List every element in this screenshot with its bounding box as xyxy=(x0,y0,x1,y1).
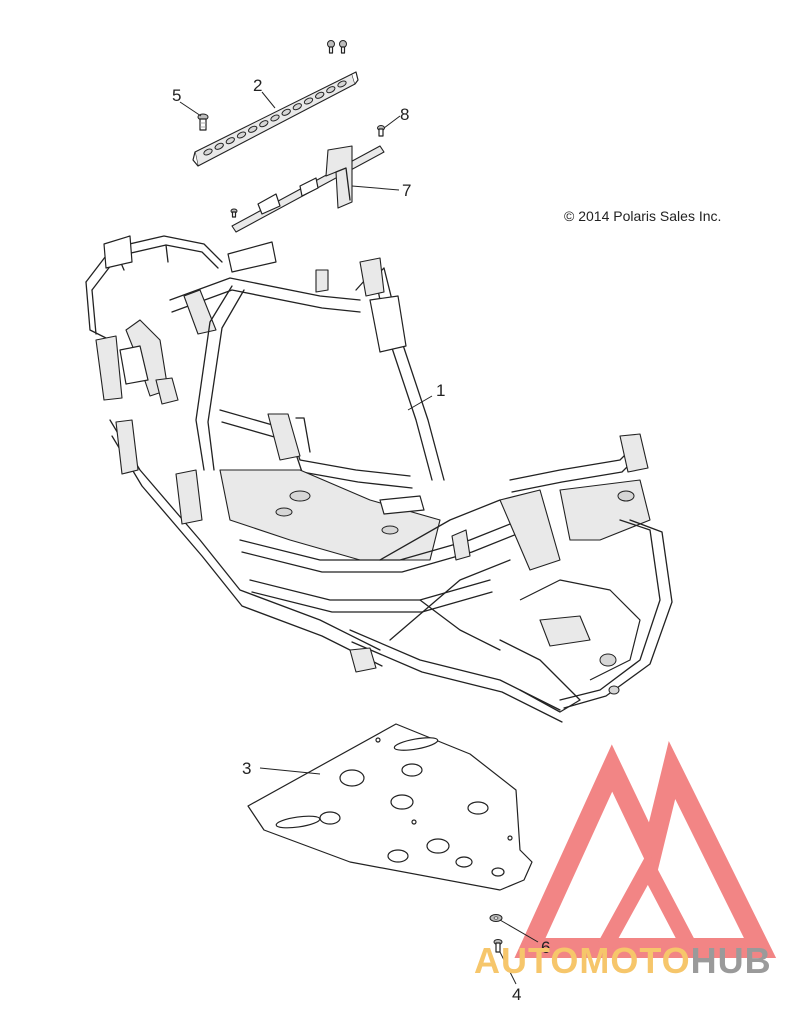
rail-hole xyxy=(326,86,336,94)
bolt-pair-top xyxy=(327,40,347,54)
callout-6: 6 xyxy=(541,938,550,957)
rail-hole xyxy=(259,120,269,128)
leader-lines xyxy=(179,91,539,985)
washer-6 xyxy=(489,914,503,922)
screw-4 xyxy=(493,939,503,953)
rail-hole xyxy=(248,125,258,133)
main-frame-part xyxy=(85,235,673,723)
watermark-logo xyxy=(514,740,777,958)
rail-hole xyxy=(270,114,280,122)
watermark-text-primary: AUTOMOTO xyxy=(474,940,691,981)
skid-plate-part xyxy=(247,723,533,891)
copyright-text: © 2014 Polaris Sales Inc. xyxy=(564,208,722,224)
watermark-text: AUTOMOTOHUB xyxy=(474,940,772,982)
rail-hole xyxy=(214,142,224,150)
bolt-8 xyxy=(377,125,385,137)
callout-2: 2 xyxy=(253,76,262,95)
watermark-text-secondary: HUB xyxy=(690,940,772,981)
callout-5: 5 xyxy=(172,86,181,105)
callout-3: 3 xyxy=(242,759,251,778)
rail-hole xyxy=(292,103,302,111)
callout-labels: 5 2 8 7 1 3 6 4 xyxy=(172,76,550,1004)
bracket-part xyxy=(230,145,385,233)
callout-8: 8 xyxy=(400,105,409,124)
rail-hole xyxy=(225,137,235,145)
callout-4: 4 xyxy=(512,985,521,1004)
rail-hole xyxy=(337,80,347,88)
rail-hole xyxy=(315,91,325,99)
rail-hole xyxy=(203,148,213,156)
callout-1: 1 xyxy=(436,381,445,400)
callout-7: 7 xyxy=(402,181,411,200)
bolt-5 xyxy=(197,113,209,131)
rail-hole xyxy=(236,131,247,139)
rail-hole xyxy=(281,108,291,116)
rail-hole xyxy=(303,97,314,105)
upper-rail-part xyxy=(192,71,359,167)
